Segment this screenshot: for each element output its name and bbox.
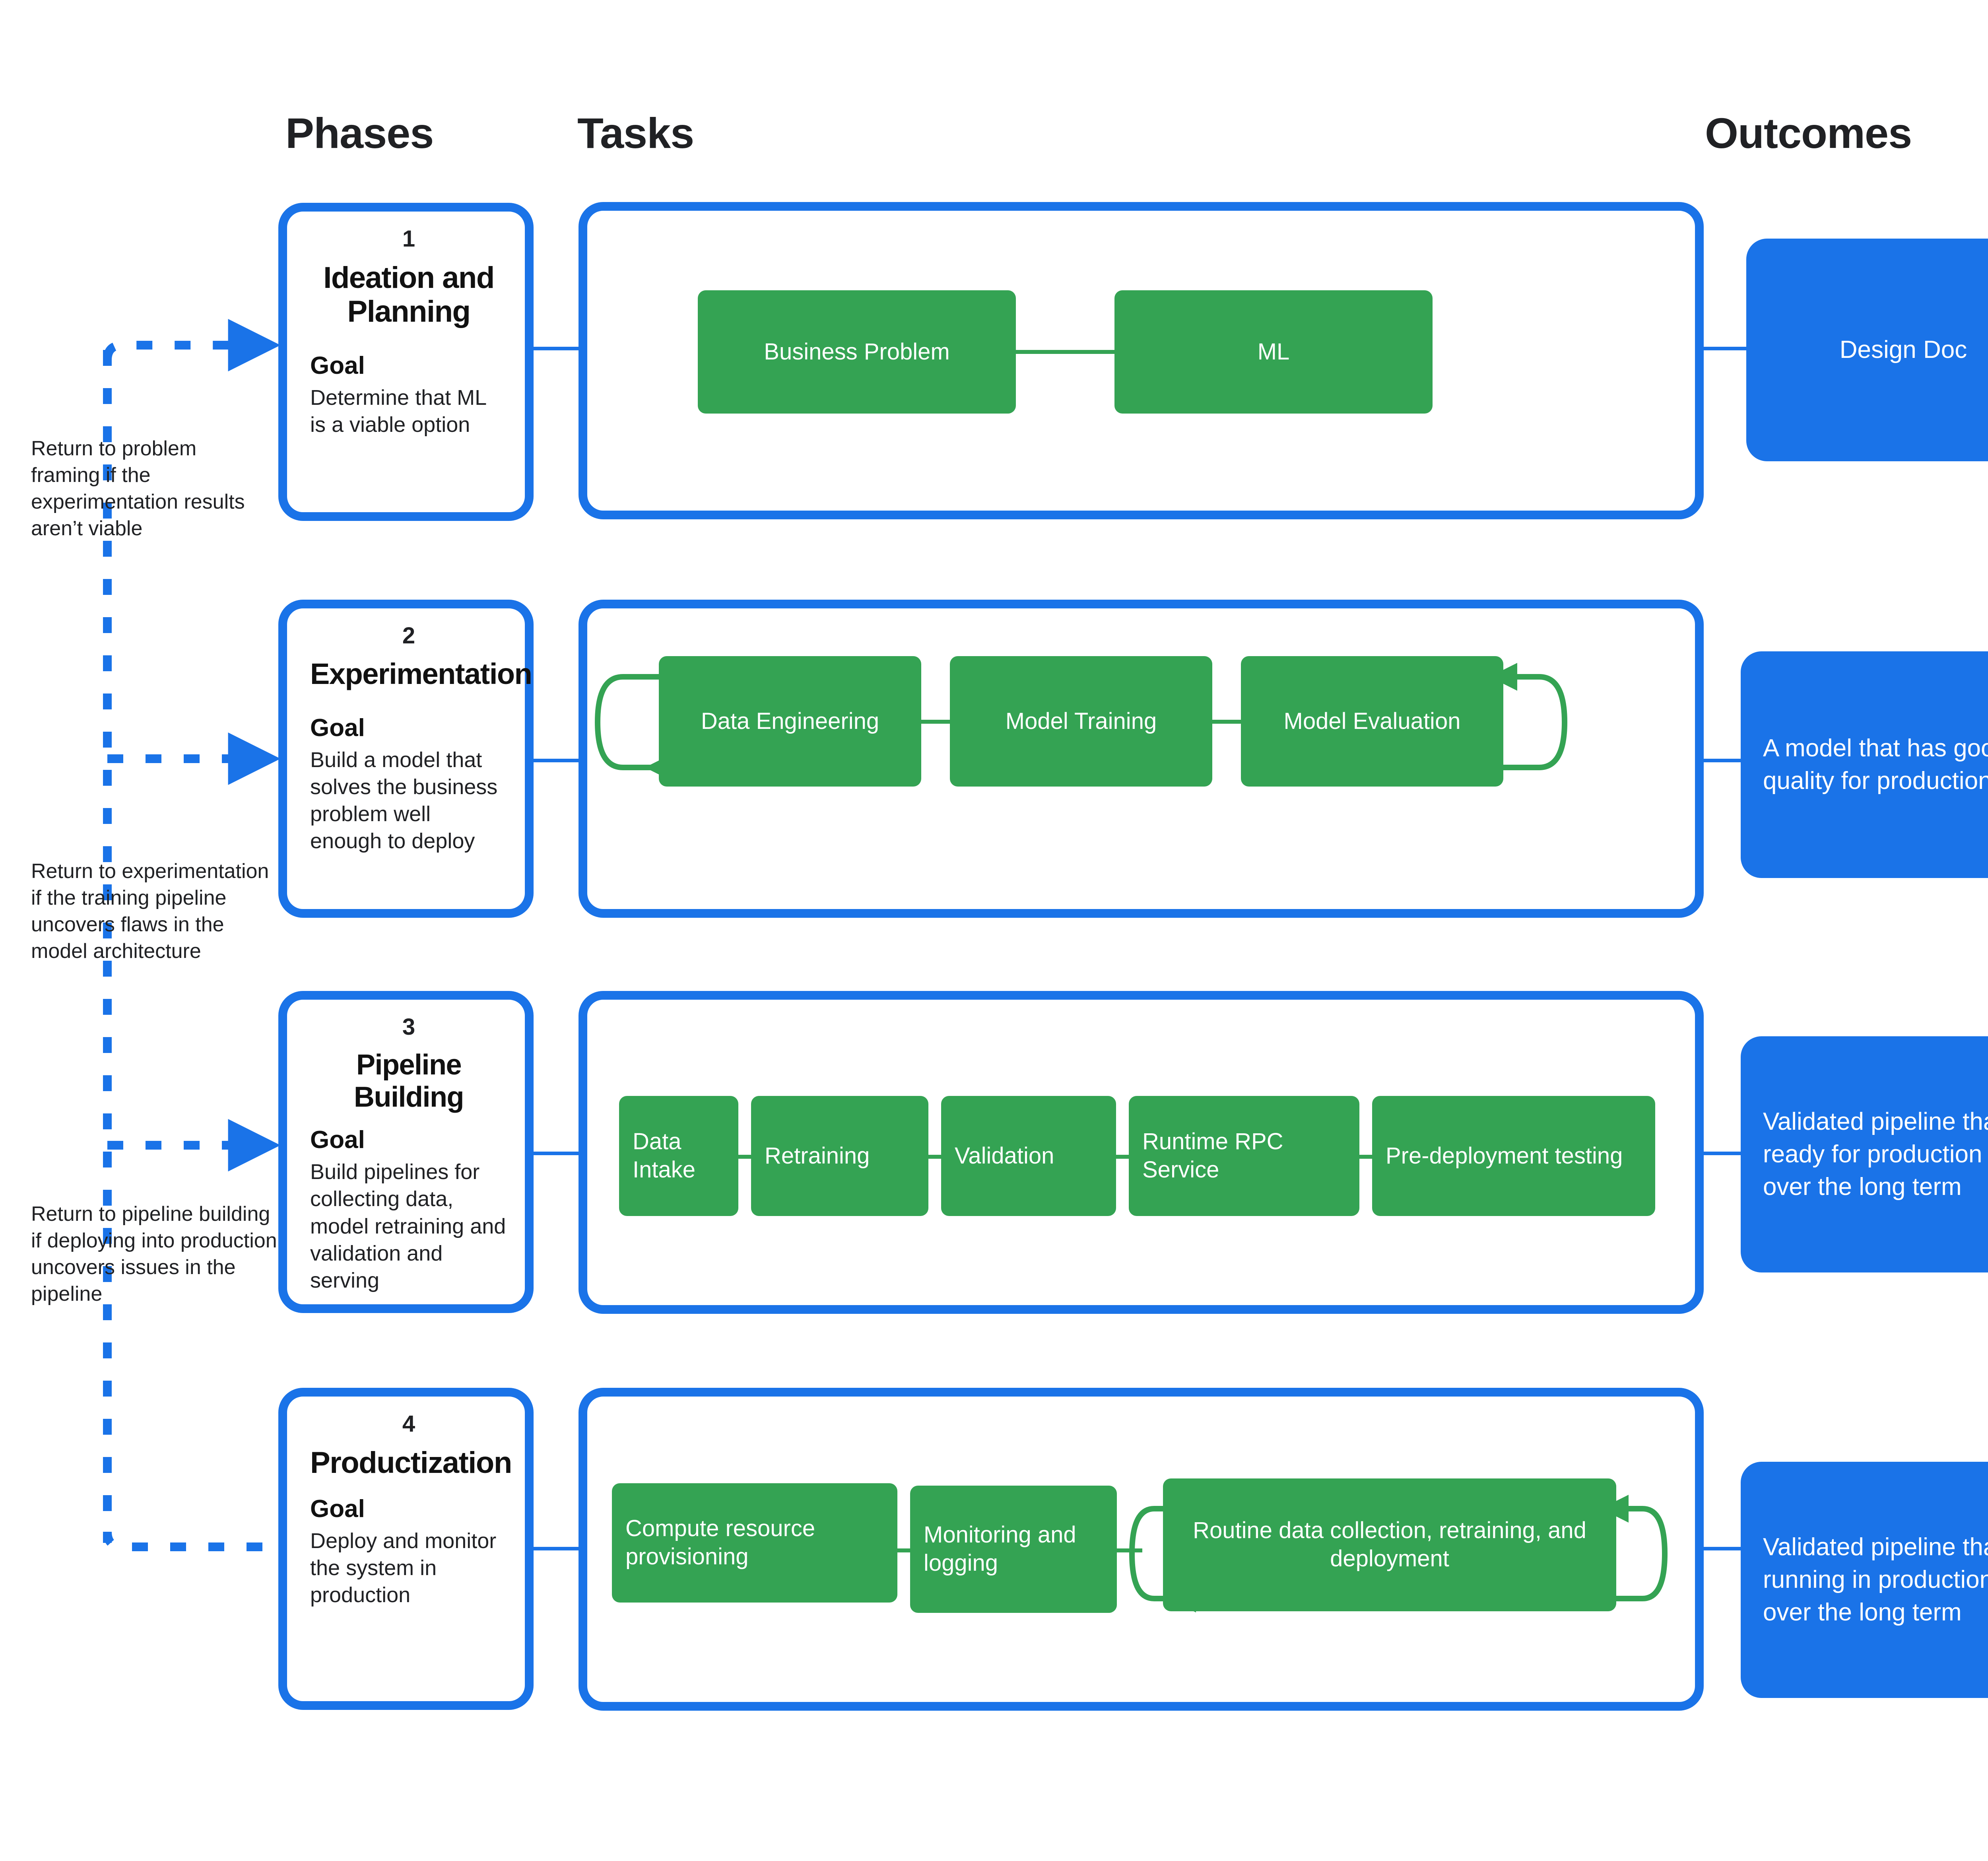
phase-title-3: Pipeline Building: [354, 1049, 464, 1113]
phase-goal-text-1: Determine that ML is a viable option: [310, 386, 486, 437]
column-header-tasks: Tasks: [577, 109, 694, 157]
phase-card-4[interactable]: 4 Productization Goal Deploy and monitor…: [278, 1388, 534, 1710]
phase-goal-text-4: Deploy and monitor the system in product…: [310, 1529, 497, 1607]
task-box-model-evaluation[interactable]: Model Evaluation: [1241, 656, 1503, 787]
phase-number-1: 1: [402, 226, 415, 252]
phase-goal-label-4: Goal: [310, 1495, 365, 1523]
task-box-validation[interactable]: Validation: [941, 1096, 1116, 1216]
task-box-routine-data-collection[interactable]: Routine data collection, retraining, and…: [1163, 1478, 1616, 1611]
task-connector-2b: [1212, 720, 1241, 724]
column-header-phases: Phases: [285, 109, 434, 157]
task-connector-3a: [738, 1155, 751, 1159]
tasks-panel-1: Business Problem ML: [579, 202, 1704, 519]
task-box-data-engineering[interactable]: Data Engineering: [659, 656, 921, 787]
phase-goal-label-2: Goal: [310, 714, 365, 742]
task-box-runtime-rpc-service[interactable]: Runtime RPC Service: [1129, 1096, 1359, 1216]
feedback-annotation-1: Return to problem framing if the experim…: [31, 437, 245, 540]
phase-goal-text-2: Build a model that solves the business p…: [310, 748, 498, 853]
task-box-retraining[interactable]: Retraining: [751, 1096, 928, 1216]
tasks-panel-2: Data Engineering Model Training Model Ev…: [579, 600, 1704, 918]
phase-number-4: 4: [402, 1411, 415, 1437]
task-box-model-training[interactable]: Model Training: [950, 656, 1212, 787]
feedback-annotation-3: Return to pipeline building if deploying…: [31, 1202, 277, 1306]
connector-tasks3-outcome3: [1702, 1152, 1744, 1155]
phase-number-3: 3: [402, 1014, 415, 1040]
loop-arrow-left-phase4: [1129, 1506, 1196, 1612]
outcome-box-1[interactable]: Design Doc: [1746, 239, 1988, 461]
task-connector-3c: [1116, 1155, 1129, 1159]
task-box-business-problem[interactable]: Business Problem: [698, 290, 1016, 414]
phase-card-2[interactable]: 2 Experimentation Goal Build a model tha…: [278, 600, 534, 918]
connector-phase1-tasks1: [533, 347, 580, 350]
task-box-data-intake[interactable]: Data Intake: [619, 1096, 738, 1216]
connector-tasks1-outcome1: [1702, 347, 1749, 350]
feedback-annotation-2: Return to experimentation if the trainin…: [31, 860, 269, 963]
connector-tasks2-outcome2: [1702, 759, 1744, 762]
task-connector-3d: [1359, 1155, 1372, 1159]
connector-phase3-tasks3: [533, 1152, 580, 1155]
connector-tasks4-outcome4: [1702, 1547, 1744, 1550]
tasks-panel-3: Data Intake Retraining Validation Runtim…: [579, 991, 1704, 1314]
phase-title-1: Ideation and Planning: [323, 261, 495, 329]
task-connector-4a: [897, 1548, 910, 1552]
loop-arrow-left-phase2: [594, 674, 673, 781]
task-box-monitoring-and-logging[interactable]: Monitoring and logging: [910, 1486, 1117, 1613]
phase-card-3[interactable]: 3 Pipeline Building Goal Build pipelines…: [278, 991, 534, 1313]
phase-goal-text-3: Build pipelines for collecting data, mod…: [310, 1160, 506, 1292]
phase-goal-label-3: Goal: [310, 1126, 365, 1154]
loop-arrow-right-phase4: [1601, 1495, 1668, 1601]
outcome-box-3[interactable]: Validated pipeline that’s ready for prod…: [1741, 1036, 1988, 1272]
task-connector-3b: [928, 1155, 941, 1159]
loop-arrow-right-phase2: [1489, 663, 1568, 770]
tasks-panel-4: Compute resource provisioning Monitoring…: [579, 1388, 1704, 1711]
outcome-box-2[interactable]: A model that has good quality for produc…: [1741, 651, 1988, 878]
task-connector-2a: [921, 720, 950, 724]
feedback-arrow-to-phase-1: [103, 319, 281, 371]
task-connector-1a: [1016, 350, 1114, 354]
task-box-pre-deployment-testing[interactable]: Pre-deployment testing: [1372, 1096, 1655, 1216]
phase-title-4: Productization: [310, 1446, 512, 1480]
task-box-ml[interactable]: ML: [1114, 290, 1433, 414]
phase-title-2: Experimentation: [310, 657, 532, 690]
phase-number-2: 2: [402, 623, 415, 649]
phase-goal-label-1: Goal: [310, 352, 365, 380]
task-box-compute-resource-provisioning[interactable]: Compute resource provisioning: [612, 1483, 897, 1603]
outcome-box-4[interactable]: Validated pipeline that’s running in pro…: [1741, 1462, 1988, 1698]
feedback-source-from-phase-4: [103, 1531, 262, 1551]
connector-phase4-tasks4: [533, 1547, 580, 1550]
phase-card-1[interactable]: 1 Ideation and Planning Goal Determine t…: [278, 203, 534, 521]
column-header-outcomes: Outcomes: [1705, 109, 1912, 157]
connector-phase2-tasks2: [533, 759, 580, 762]
